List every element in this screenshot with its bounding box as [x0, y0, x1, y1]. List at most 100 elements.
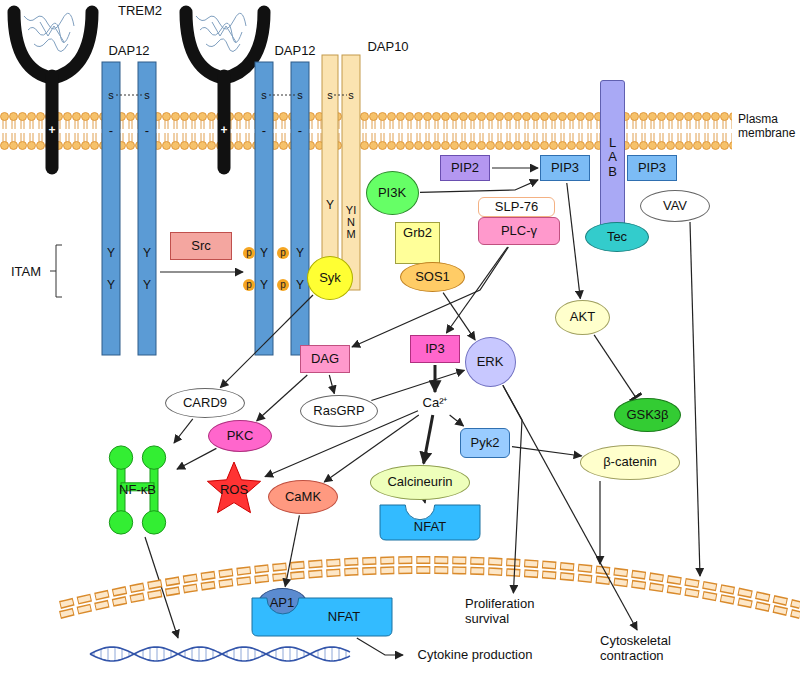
signal-arrow	[492, 167, 538, 168]
node-text: VAV	[663, 199, 687, 214]
outcome-text: Cytoskeletal contraction	[600, 632, 695, 666]
protein-ellipse: GSK3β	[614, 398, 681, 432]
node-text: PLC-γ	[501, 224, 537, 239]
part-label: -	[262, 124, 266, 137]
protein-ellipse: β-catenin	[580, 445, 680, 480]
dap10-chain	[322, 55, 360, 290]
protein-ellipse: ERK	[465, 337, 516, 387]
nfat-shape: NFAT	[380, 505, 480, 540]
disulfide-label: s	[297, 90, 303, 101]
protein-ellipse: PI3K	[366, 171, 419, 215]
process-text: Ca²⁺	[420, 394, 450, 413]
disulfide-bond	[116, 95, 347, 96]
adaptor-box: Grb2	[395, 222, 440, 264]
node-text: CaMK	[285, 490, 321, 505]
node-text: RasGRP	[313, 404, 364, 419]
dna-helix	[90, 647, 350, 661]
itam-bracket	[50, 245, 62, 297]
part-label: Plasma membrane	[738, 113, 796, 141]
signal-arrow	[503, 385, 522, 593]
protein-box: Src	[170, 232, 232, 260]
trem2-receptor	[14, 12, 92, 168]
disulfide-label: s	[108, 90, 114, 101]
outcome-text: Proliferation survival	[465, 595, 560, 629]
part-label: DAP12	[274, 44, 315, 57]
protein-ellipse: CaMK	[268, 480, 338, 514]
signal-arrow	[512, 447, 582, 456]
signal-arrow	[424, 501, 426, 503]
signal-arrow	[177, 448, 216, 469]
protein-ellipse: Calcineurin	[370, 465, 470, 500]
phospho-mark: p	[243, 247, 255, 259]
charge-sign: +	[220, 124, 227, 136]
disulfide-label: s	[144, 90, 150, 101]
node-text: Cytokine production	[418, 648, 533, 663]
node-text: SLP-76	[495, 200, 538, 215]
signal-arrow	[357, 638, 403, 655]
tyrosine-label: Y	[143, 247, 151, 259]
tyrosine-label: Y	[326, 199, 334, 211]
tyrosine-label: Y	[107, 279, 115, 291]
part-label: DAP12	[108, 44, 149, 57]
part-label: -	[145, 124, 149, 137]
node-text: Ca²⁺	[423, 396, 448, 411]
protein-ellipse: SOS1	[400, 262, 465, 292]
part-label: -	[109, 124, 113, 137]
protein-box: IP3	[410, 335, 460, 363]
protein-box: PIP3	[627, 155, 677, 181]
phospho-mark: p	[277, 247, 289, 259]
node-text: ERK	[477, 355, 504, 370]
tyrosine-label: Y	[296, 279, 304, 291]
node-text: CARD9	[183, 396, 227, 411]
signal-arrow	[352, 247, 508, 347]
inhibition-line	[594, 335, 636, 398]
phospho-mark: p	[243, 279, 255, 291]
part-label: DAP10	[367, 40, 408, 53]
nfkb-dimer: NF-κB	[100, 445, 175, 535]
protein-box: SLP-76	[478, 197, 555, 217]
protein-ellipse: PKC	[208, 420, 272, 452]
node-text: ROS	[220, 483, 248, 498]
tyrosine-label: Y	[143, 279, 151, 291]
ros-star: ROS	[205, 462, 263, 518]
charge-sign: +	[48, 124, 55, 136]
node-text: NF-κB	[119, 483, 156, 498]
node-text: LAB	[606, 136, 619, 179]
node-text: NFAT	[328, 610, 360, 625]
motif-label: YINM	[346, 204, 357, 240]
signal-arrow	[434, 365, 437, 392]
signal-arrow	[174, 419, 193, 443]
node-text: Proliferation survival	[465, 597, 560, 627]
node-text: Calcineurin	[387, 475, 452, 490]
dap12-chain	[102, 62, 309, 355]
node-text: GSK3β	[626, 408, 668, 423]
node-text: PKC	[227, 429, 254, 444]
shape-outline	[252, 598, 392, 636]
lab-adaptor: LAB	[600, 80, 625, 235]
signal-arrow	[285, 515, 299, 586]
phospho-mark: p	[277, 279, 289, 291]
nfat-shape: NFAT	[252, 598, 392, 636]
node-text: Cytoskeletal contraction	[600, 634, 695, 664]
protein-box: PIP3	[540, 155, 590, 181]
node-text: Syk	[319, 271, 341, 286]
nuclear-membrane	[60, 560, 800, 615]
signal-arrow	[420, 180, 538, 192]
node-text: NFAT	[414, 520, 446, 535]
protein-ellipse: AKT	[555, 300, 610, 335]
node-text: PIP2	[451, 161, 479, 176]
node-text: PIP3	[551, 161, 579, 176]
tyrosine-label: Y	[260, 279, 268, 291]
node-text: PIP3	[638, 161, 666, 176]
tyrosine-label: Y	[296, 247, 304, 259]
part-label: ITAM	[11, 265, 41, 278]
node-text: SOS1	[415, 270, 450, 285]
protein-ellipse: Syk	[307, 256, 353, 300]
disulfide-label: s	[327, 90, 333, 101]
disulfide-label: s	[261, 90, 267, 101]
protein-ellipse: CARD9	[165, 388, 245, 418]
protein-box: PLC-γ	[478, 217, 560, 245]
node-text: Grb2	[403, 226, 432, 241]
node-text: DAG	[311, 352, 339, 367]
